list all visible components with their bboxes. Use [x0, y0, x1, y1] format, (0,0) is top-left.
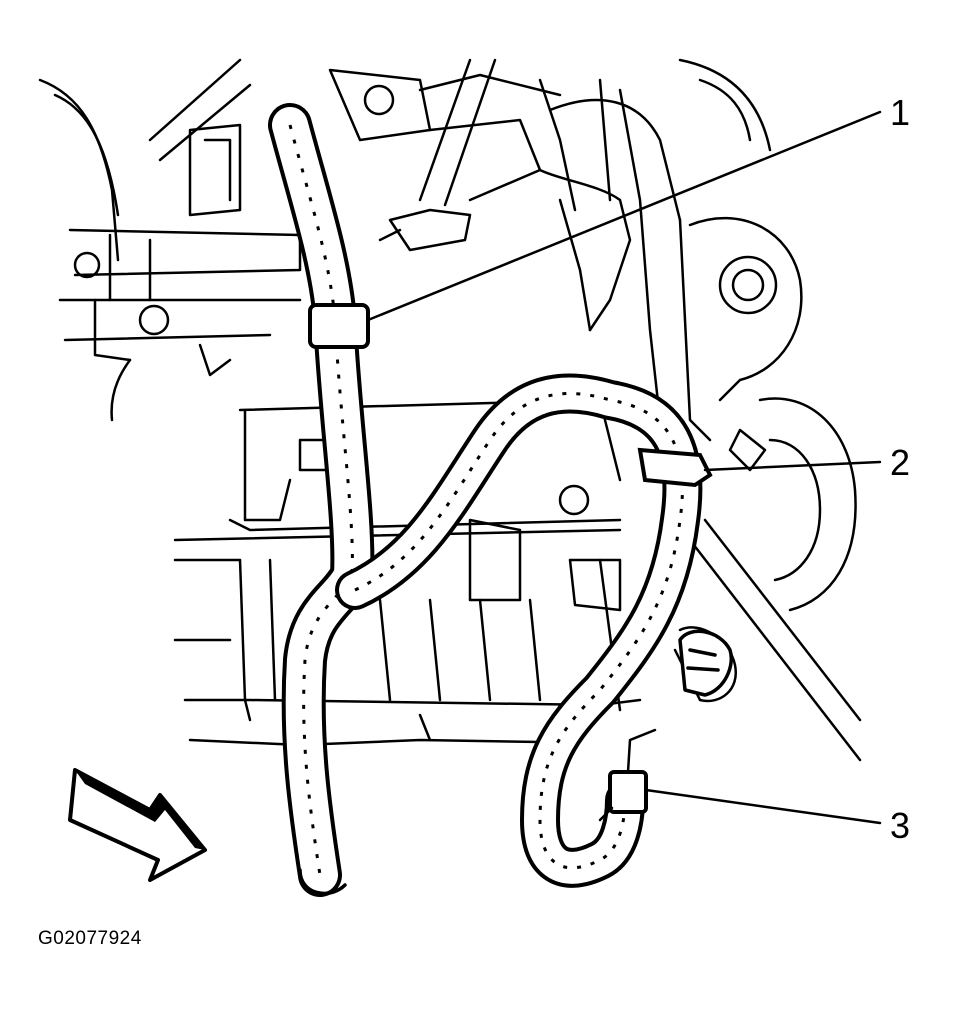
sensor-connector	[678, 629, 733, 697]
engine-block-outline	[38, 58, 862, 762]
front-direction-arrow-icon	[68, 768, 207, 882]
figure-id-label: G02077924	[38, 928, 142, 949]
callout-leaders	[366, 110, 882, 825]
wiring-harness-conduit-right	[335, 373, 713, 888]
callout-number-1: 1	[890, 92, 910, 133]
wiring-harness-conduit-left	[268, 103, 375, 897]
callout-number-3: 3	[890, 805, 910, 846]
harness-clip-2	[637, 447, 713, 488]
harness-clip-1	[308, 303, 370, 349]
callout-number-2: 2	[890, 442, 910, 483]
harness-connector-3	[608, 770, 648, 814]
